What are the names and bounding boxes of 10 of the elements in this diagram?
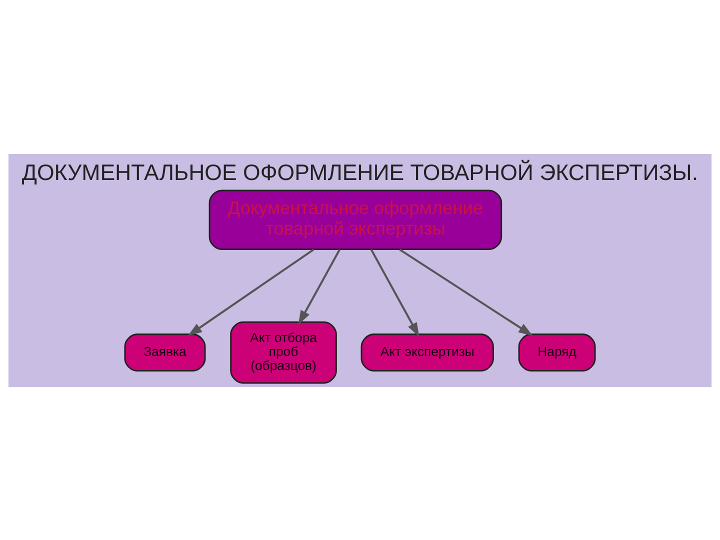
arrow	[399, 248, 533, 336]
arrow	[298, 248, 341, 324]
node-box: Акт отбора проб (образцов)	[230, 320, 337, 384]
node-box: Документальное оформление товарной экспертизы	[208, 189, 502, 250]
node-box: Заявка	[124, 333, 206, 372]
node-box: Наряд	[518, 333, 596, 372]
arrow	[370, 248, 420, 336]
diagram-title: ДОКУМЕНТАЛЬНОЕ ОФОРМЛЕНИЕ ТОВАРНОЙ ЭКСПЕРТИЗЫ.	[22, 159, 698, 184]
arrow	[188, 248, 314, 336]
node-box: Акт экспертизы	[360, 333, 494, 372]
